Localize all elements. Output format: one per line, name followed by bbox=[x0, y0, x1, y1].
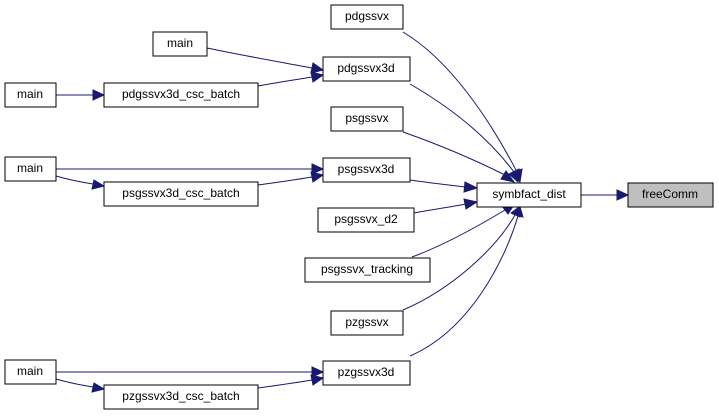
node-pdgssvx3d[interactable]: pdgssvx3d bbox=[322, 56, 411, 82]
node-pdgssvx[interactable]: pdgssvx bbox=[330, 4, 404, 30]
node-pzgssvx[interactable]: pzgssvx bbox=[330, 310, 404, 336]
edge-main4-to-pzgssvx3d bbox=[56, 366, 325, 378]
node-main-4[interactable]: main bbox=[4, 359, 57, 385]
edge-psgssvx3d-batch-to-psgssvx3d bbox=[257, 171, 325, 186]
svg-text:main: main bbox=[167, 36, 193, 50]
edge-pzgssvx3d-to-symbfact bbox=[409, 206, 524, 357]
node-psgssvx3d[interactable]: psgssvx3d bbox=[322, 157, 411, 183]
edge-pdgssvx3d-to-symbfact bbox=[409, 83, 520, 184]
edge-main1-to-pdgssvx3d bbox=[206, 47, 325, 74]
edge-main3-to-psgssvx3d bbox=[56, 163, 325, 175]
svg-text:main: main bbox=[17, 87, 43, 101]
node-main-3[interactable]: main bbox=[4, 156, 57, 182]
svg-text:psgssvx3d: psgssvx3d bbox=[338, 162, 395, 176]
svg-text:psgssvx_d2: psgssvx_d2 bbox=[334, 212, 398, 226]
node-freecomm[interactable]: freeComm bbox=[627, 182, 714, 208]
svg-text:psgssvx3d_csc_batch: psgssvx3d_csc_batch bbox=[122, 186, 239, 200]
node-psgssvx-d2[interactable]: psgssvx_d2 bbox=[317, 207, 415, 233]
svg-text:psgssvx: psgssvx bbox=[345, 111, 388, 125]
svg-text:pzgssvx3d_csc_batch: pzgssvx3d_csc_batch bbox=[122, 389, 239, 403]
node-main-2[interactable]: main bbox=[4, 82, 57, 108]
edge-main3-to-psgssvx3d-batch bbox=[55, 175, 106, 190]
node-psgssvx[interactable]: psgssvx bbox=[330, 106, 404, 132]
svg-text:pzgssvx: pzgssvx bbox=[345, 315, 388, 329]
node-pdgssvx3d-csc-batch[interactable]: pdgssvx3d_csc_batch bbox=[103, 82, 259, 108]
svg-text:pzgssvx3d: pzgssvx3d bbox=[338, 365, 395, 379]
edge-main2-to-pdgssvx3d-batch bbox=[56, 89, 106, 101]
edge-psgssvx-d2-to-symbfact bbox=[413, 198, 479, 214]
node-pzgssvx3d[interactable]: pzgssvx3d bbox=[322, 360, 411, 386]
svg-text:pdgssvx: pdgssvx bbox=[345, 9, 389, 23]
edge-psgssvx3d-to-symbfact bbox=[409, 179, 479, 193]
node-symbfact-dist[interactable]: symbfact_dist bbox=[476, 182, 582, 208]
edge-pdgssvx3d-batch-to-pdgssvx3d bbox=[257, 71, 325, 87]
svg-text:psgssvx_tracking: psgssvx_tracking bbox=[321, 262, 413, 276]
svg-text:main: main bbox=[17, 364, 43, 378]
svg-text:main: main bbox=[17, 161, 43, 175]
node-pzgssvx3d-csc-batch[interactable]: pzgssvx3d_csc_batch bbox=[103, 384, 259, 410]
edge-main4-to-pzgssvx3d-batch bbox=[55, 378, 106, 393]
edge-symbfact-to-freecomm bbox=[581, 189, 630, 201]
edge-pzgssvx3d-batch-to-pzgssvx3d bbox=[257, 374, 325, 389]
edge-psgssvx-to-symbfact bbox=[402, 131, 516, 183]
svg-text:freeComm: freeComm bbox=[642, 187, 698, 201]
svg-text:pdgssvx3d: pdgssvx3d bbox=[337, 61, 394, 75]
node-psgssvx-tracking[interactable]: psgssvx_tracking bbox=[304, 257, 431, 283]
node-psgssvx3d-csc-batch[interactable]: psgssvx3d_csc_batch bbox=[103, 181, 259, 207]
node-main-1[interactable]: main bbox=[152, 31, 208, 57]
svg-text:symbfact_dist: symbfact_dist bbox=[492, 187, 566, 201]
svg-text:pdgssvx3d_csc_batch: pdgssvx3d_csc_batch bbox=[122, 87, 240, 101]
